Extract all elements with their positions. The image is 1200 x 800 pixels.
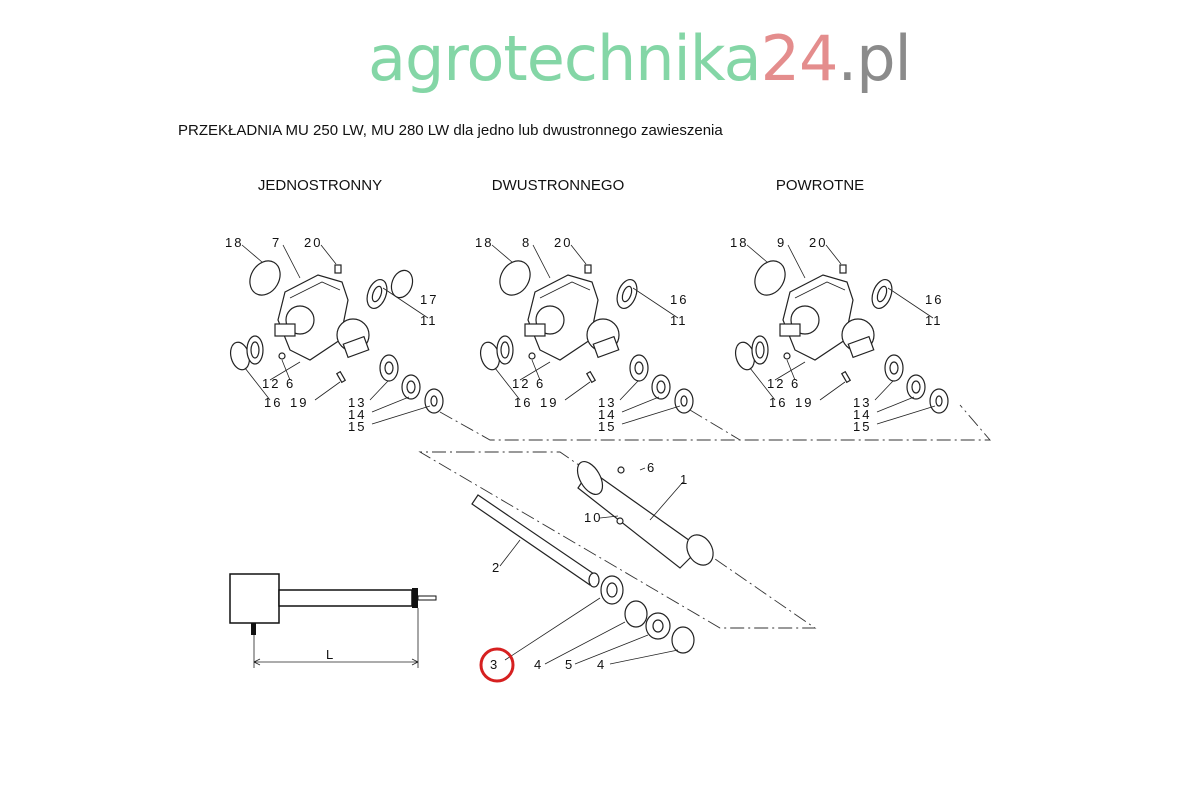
part-label-4: 4 bbox=[534, 657, 543, 672]
part-label-15: 15 bbox=[348, 419, 366, 434]
part-label-18: 18 bbox=[730, 235, 748, 250]
shaft-part-2 bbox=[471, 494, 600, 588]
part-label-18: 18 bbox=[475, 235, 493, 250]
highlight-circle bbox=[479, 647, 515, 683]
gearbox-jednostronny bbox=[227, 244, 444, 425]
gearbox-powrotne bbox=[732, 244, 949, 425]
part-label-11: 11 bbox=[420, 313, 438, 328]
diagram-title: PRZEKŁADNIA MU 250 LW, MU 280 LW dla jed… bbox=[178, 122, 723, 139]
circlip-part-4b bbox=[671, 626, 695, 654]
section-jednostronny: JEDNOSTRONNY bbox=[257, 177, 383, 194]
part-label-3: 3 bbox=[490, 657, 499, 672]
part-label-20: 20 bbox=[304, 235, 322, 250]
part-label-12: 12 bbox=[262, 376, 280, 391]
gearbox-dwustronnego bbox=[477, 244, 694, 425]
part-label-17: 17 bbox=[420, 292, 438, 307]
part-label-2: 2 bbox=[492, 560, 501, 575]
assembly-lines bbox=[418, 404, 991, 629]
part-label-14: 14 bbox=[853, 407, 871, 422]
part-label-15: 15 bbox=[598, 419, 616, 434]
part-label-15: 15 bbox=[853, 419, 871, 434]
part-label-11: 11 bbox=[925, 313, 943, 328]
circlip-part-4 bbox=[624, 600, 648, 628]
part-label-6: 6 bbox=[286, 376, 295, 391]
part-label-5: 5 bbox=[565, 657, 574, 672]
part-label-16: 16 bbox=[514, 395, 532, 410]
part-label-19: 19 bbox=[795, 395, 813, 410]
part-label-20: 20 bbox=[809, 235, 827, 250]
part-label-18: 18 bbox=[225, 235, 243, 250]
part-label-19: 19 bbox=[290, 395, 308, 410]
part-label-1: 1 bbox=[680, 472, 689, 487]
part-label-6: 6 bbox=[536, 376, 545, 391]
part-label-11: 11 bbox=[670, 313, 688, 328]
part-label-12: 12 bbox=[512, 376, 530, 391]
dimension-label-l: L bbox=[326, 647, 335, 662]
part-label-12: 12 bbox=[767, 376, 785, 391]
part-label-16: 16 bbox=[670, 292, 688, 307]
length-schematic bbox=[229, 573, 437, 668]
part-label-13: 13 bbox=[348, 395, 366, 410]
section-powrotne: POWROTNE bbox=[775, 177, 865, 194]
part-label-13: 13 bbox=[598, 395, 616, 410]
part-label-14: 14 bbox=[598, 407, 616, 422]
part-label-16: 16 bbox=[264, 395, 282, 410]
part-label-6: 6 bbox=[647, 460, 656, 475]
tube-part-1 bbox=[576, 461, 714, 569]
ring-17 bbox=[390, 269, 414, 299]
part-label-19: 19 bbox=[540, 395, 558, 410]
part-label-9: 9 bbox=[777, 235, 786, 250]
part-label-20: 20 bbox=[554, 235, 572, 250]
part-label-4: 4 bbox=[597, 657, 606, 672]
part-label-8: 8 bbox=[522, 235, 531, 250]
section-dwustronnego: DWUSTRONNEGO bbox=[491, 177, 625, 194]
part-label-16: 16 bbox=[925, 292, 943, 307]
part-label-14: 14 bbox=[348, 407, 366, 422]
part-label-13: 13 bbox=[853, 395, 871, 410]
part-label-6: 6 bbox=[791, 376, 800, 391]
part-label-16: 16 bbox=[769, 395, 787, 410]
part-label-7: 7 bbox=[272, 235, 281, 250]
part-label-10: 10 bbox=[584, 510, 602, 525]
